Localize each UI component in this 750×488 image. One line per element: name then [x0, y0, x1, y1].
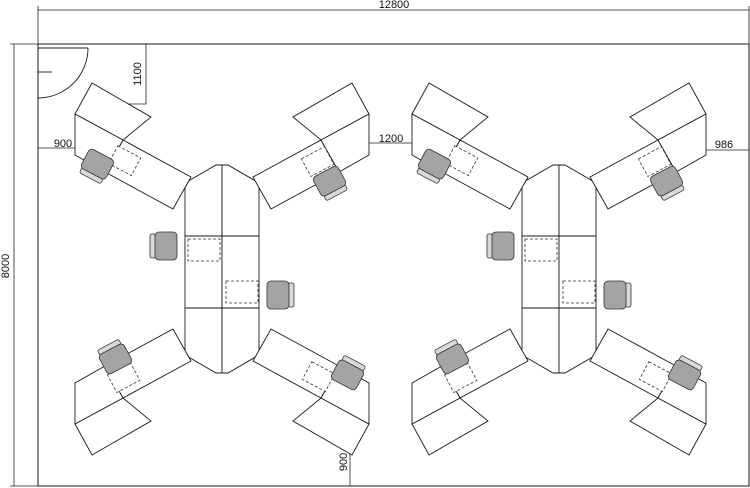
workstation-cluster-right — [411, 82, 707, 456]
workstation-cluster-left — [74, 82, 370, 456]
door — [37, 47, 89, 99]
left-aisle-label: 900 — [54, 138, 72, 150]
dimension-overall-width: 12800 — [37, 0, 750, 44]
overall-width-label: 12800 — [379, 0, 410, 11]
room-outline — [37, 43, 750, 487]
center-aisle-label: 1200 — [379, 133, 403, 145]
dimension-door-clearance: 1100 — [112, 44, 147, 105]
right-aisle-label: 986 — [715, 139, 733, 151]
overall-height-label: 8000 — [0, 254, 12, 278]
dimension-overall-height: 8000 — [0, 43, 38, 487]
door-clearance-label: 1100 — [132, 62, 144, 86]
bottom-aisle-label: 900 — [338, 453, 350, 471]
